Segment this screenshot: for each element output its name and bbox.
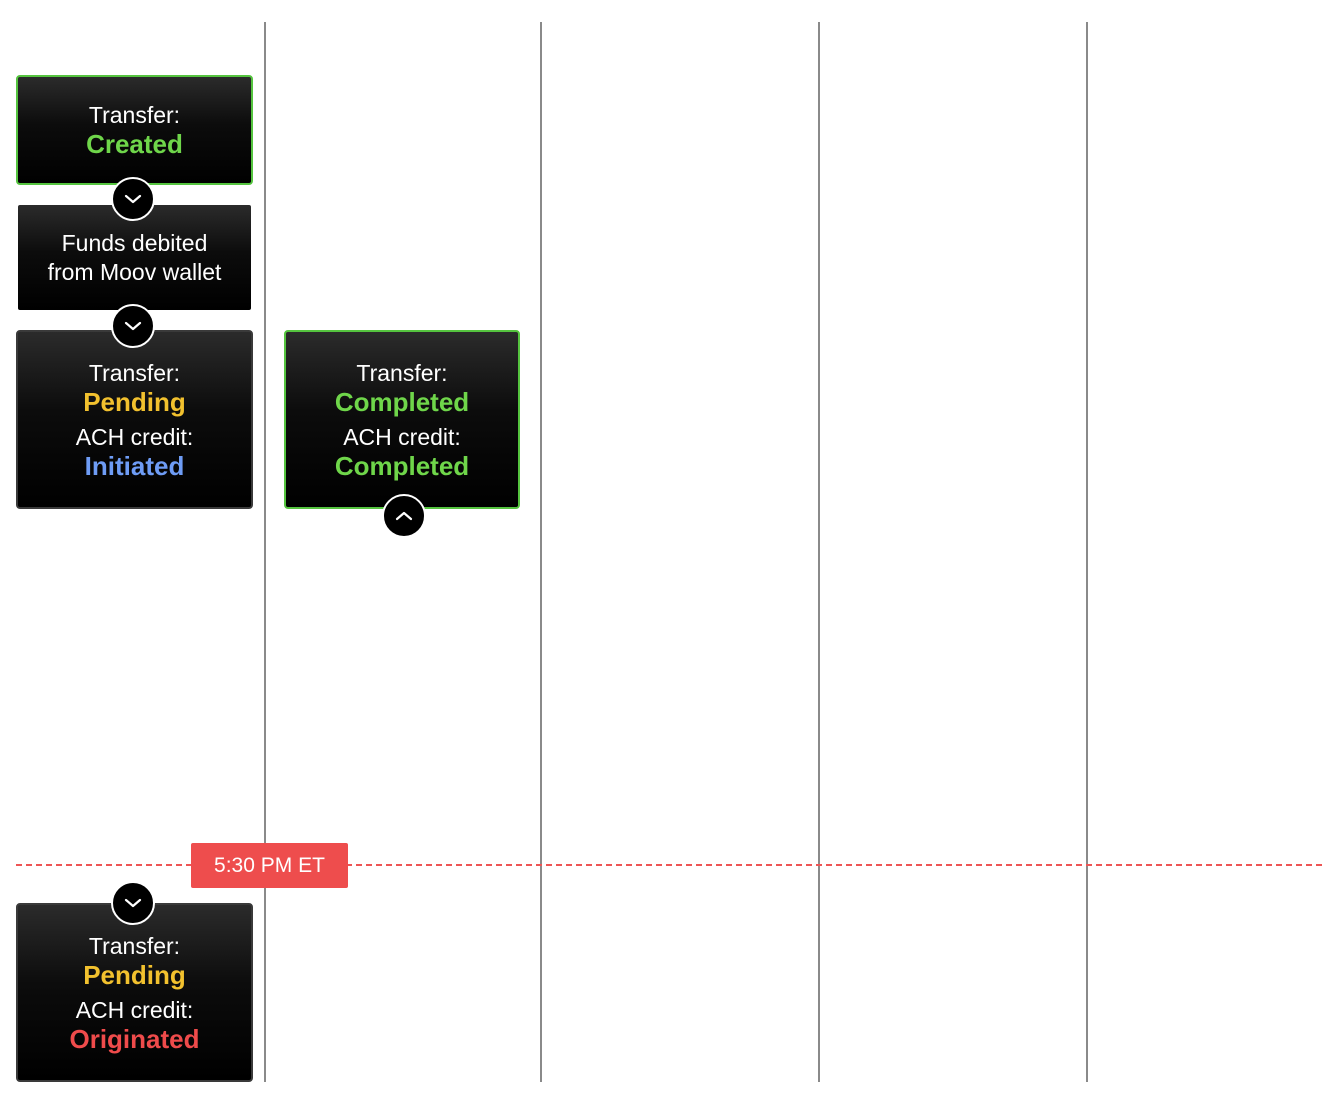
- chevron-down-icon[interactable]: [111, 304, 155, 348]
- chevron-down-icon[interactable]: [111, 177, 155, 221]
- transfer-pending-initiated-card: Transfer: Pending ACH credit: Initiated: [16, 330, 253, 509]
- chevron-down-icon[interactable]: [111, 881, 155, 925]
- ach-credit-status: Originated: [69, 1023, 200, 1054]
- transfer-label: Transfer:: [88, 932, 181, 959]
- transfer-label: Transfer:: [88, 359, 181, 386]
- transfer-pending-originated-card: Transfer: Pending ACH credit: Originated: [16, 903, 253, 1082]
- transfer-created-card: Transfer: Created: [16, 75, 253, 185]
- column-divider-3: [818, 22, 820, 1082]
- column-divider-2: [540, 22, 542, 1082]
- chevron-up-icon[interactable]: [382, 494, 426, 538]
- ach-credit-label: ACH credit:: [75, 423, 194, 450]
- transfer-completed-card: Transfer: Completed ACH credit: Complete…: [284, 330, 520, 509]
- funds-debited-line-1: Funds debited: [61, 229, 208, 256]
- transfer-status: Completed: [334, 386, 470, 417]
- column-divider-4: [1086, 22, 1088, 1082]
- transfer-status: Pending: [83, 386, 186, 417]
- cutoff-line: [16, 864, 1322, 866]
- funds-debited-card: Funds debited from Moov wallet: [18, 205, 251, 310]
- transfer-status: Pending: [83, 959, 186, 990]
- cutoff-time-badge: 5:30 PM ET: [191, 843, 348, 888]
- ach-credit-status: Completed: [334, 450, 470, 481]
- ach-credit-label: ACH credit:: [343, 423, 461, 450]
- transfer-status: Created: [86, 129, 183, 159]
- column-divider-1: [264, 22, 266, 1082]
- ach-credit-status: Initiated: [84, 450, 185, 481]
- funds-debited-line-2: from Moov wallet: [47, 258, 222, 285]
- ach-credit-label: ACH credit:: [75, 996, 194, 1023]
- transfer-label: Transfer:: [356, 359, 448, 386]
- transfer-label: Transfer:: [88, 102, 181, 128]
